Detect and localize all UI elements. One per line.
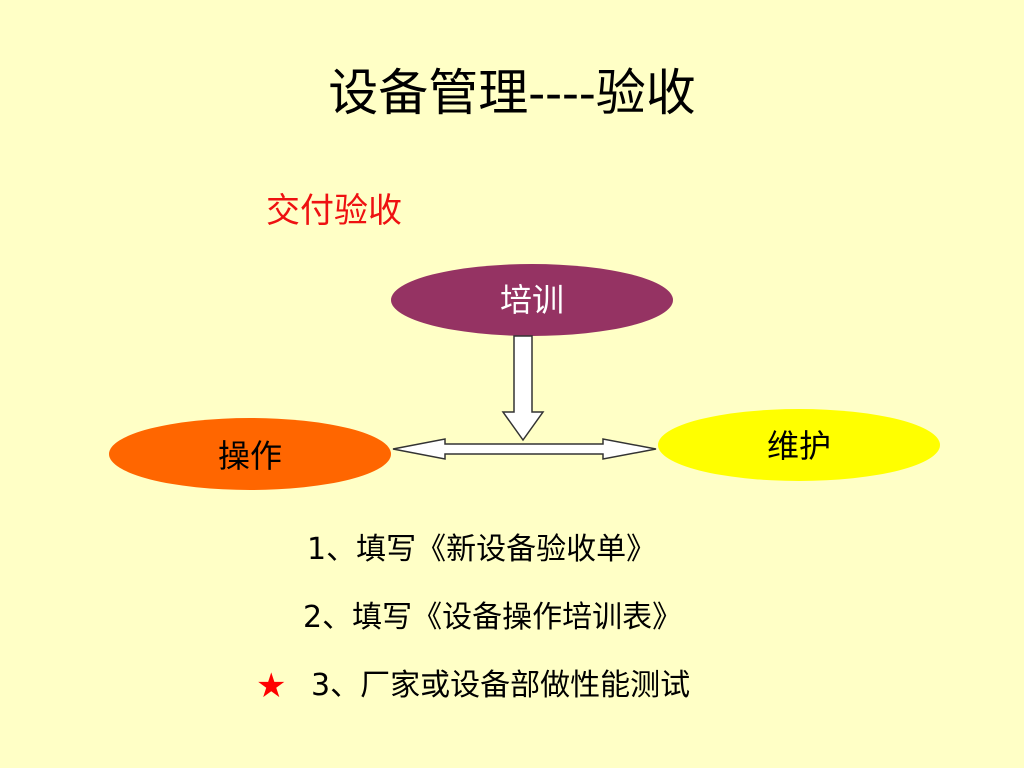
step-3: 3、厂家或设备部做性能测试	[311, 668, 691, 703]
page-title: 设备管理----验收	[328, 64, 696, 122]
step-2: 2、填写《设备操作培训表》	[303, 600, 683, 635]
section-subtitle: 交付验收	[266, 191, 402, 231]
step-1: 1、填写《新设备验收单》	[307, 532, 657, 567]
operation-label: 操作	[217, 437, 282, 475]
down-arrow	[501, 335, 545, 442]
maintenance-node	[658, 409, 940, 481]
operation-node	[109, 418, 391, 490]
training-label: 培训	[499, 281, 564, 319]
double-arrow	[392, 438, 657, 460]
training-node	[391, 264, 673, 336]
star-icon: ★	[256, 666, 287, 706]
maintenance-label: 维护	[766, 427, 831, 465]
